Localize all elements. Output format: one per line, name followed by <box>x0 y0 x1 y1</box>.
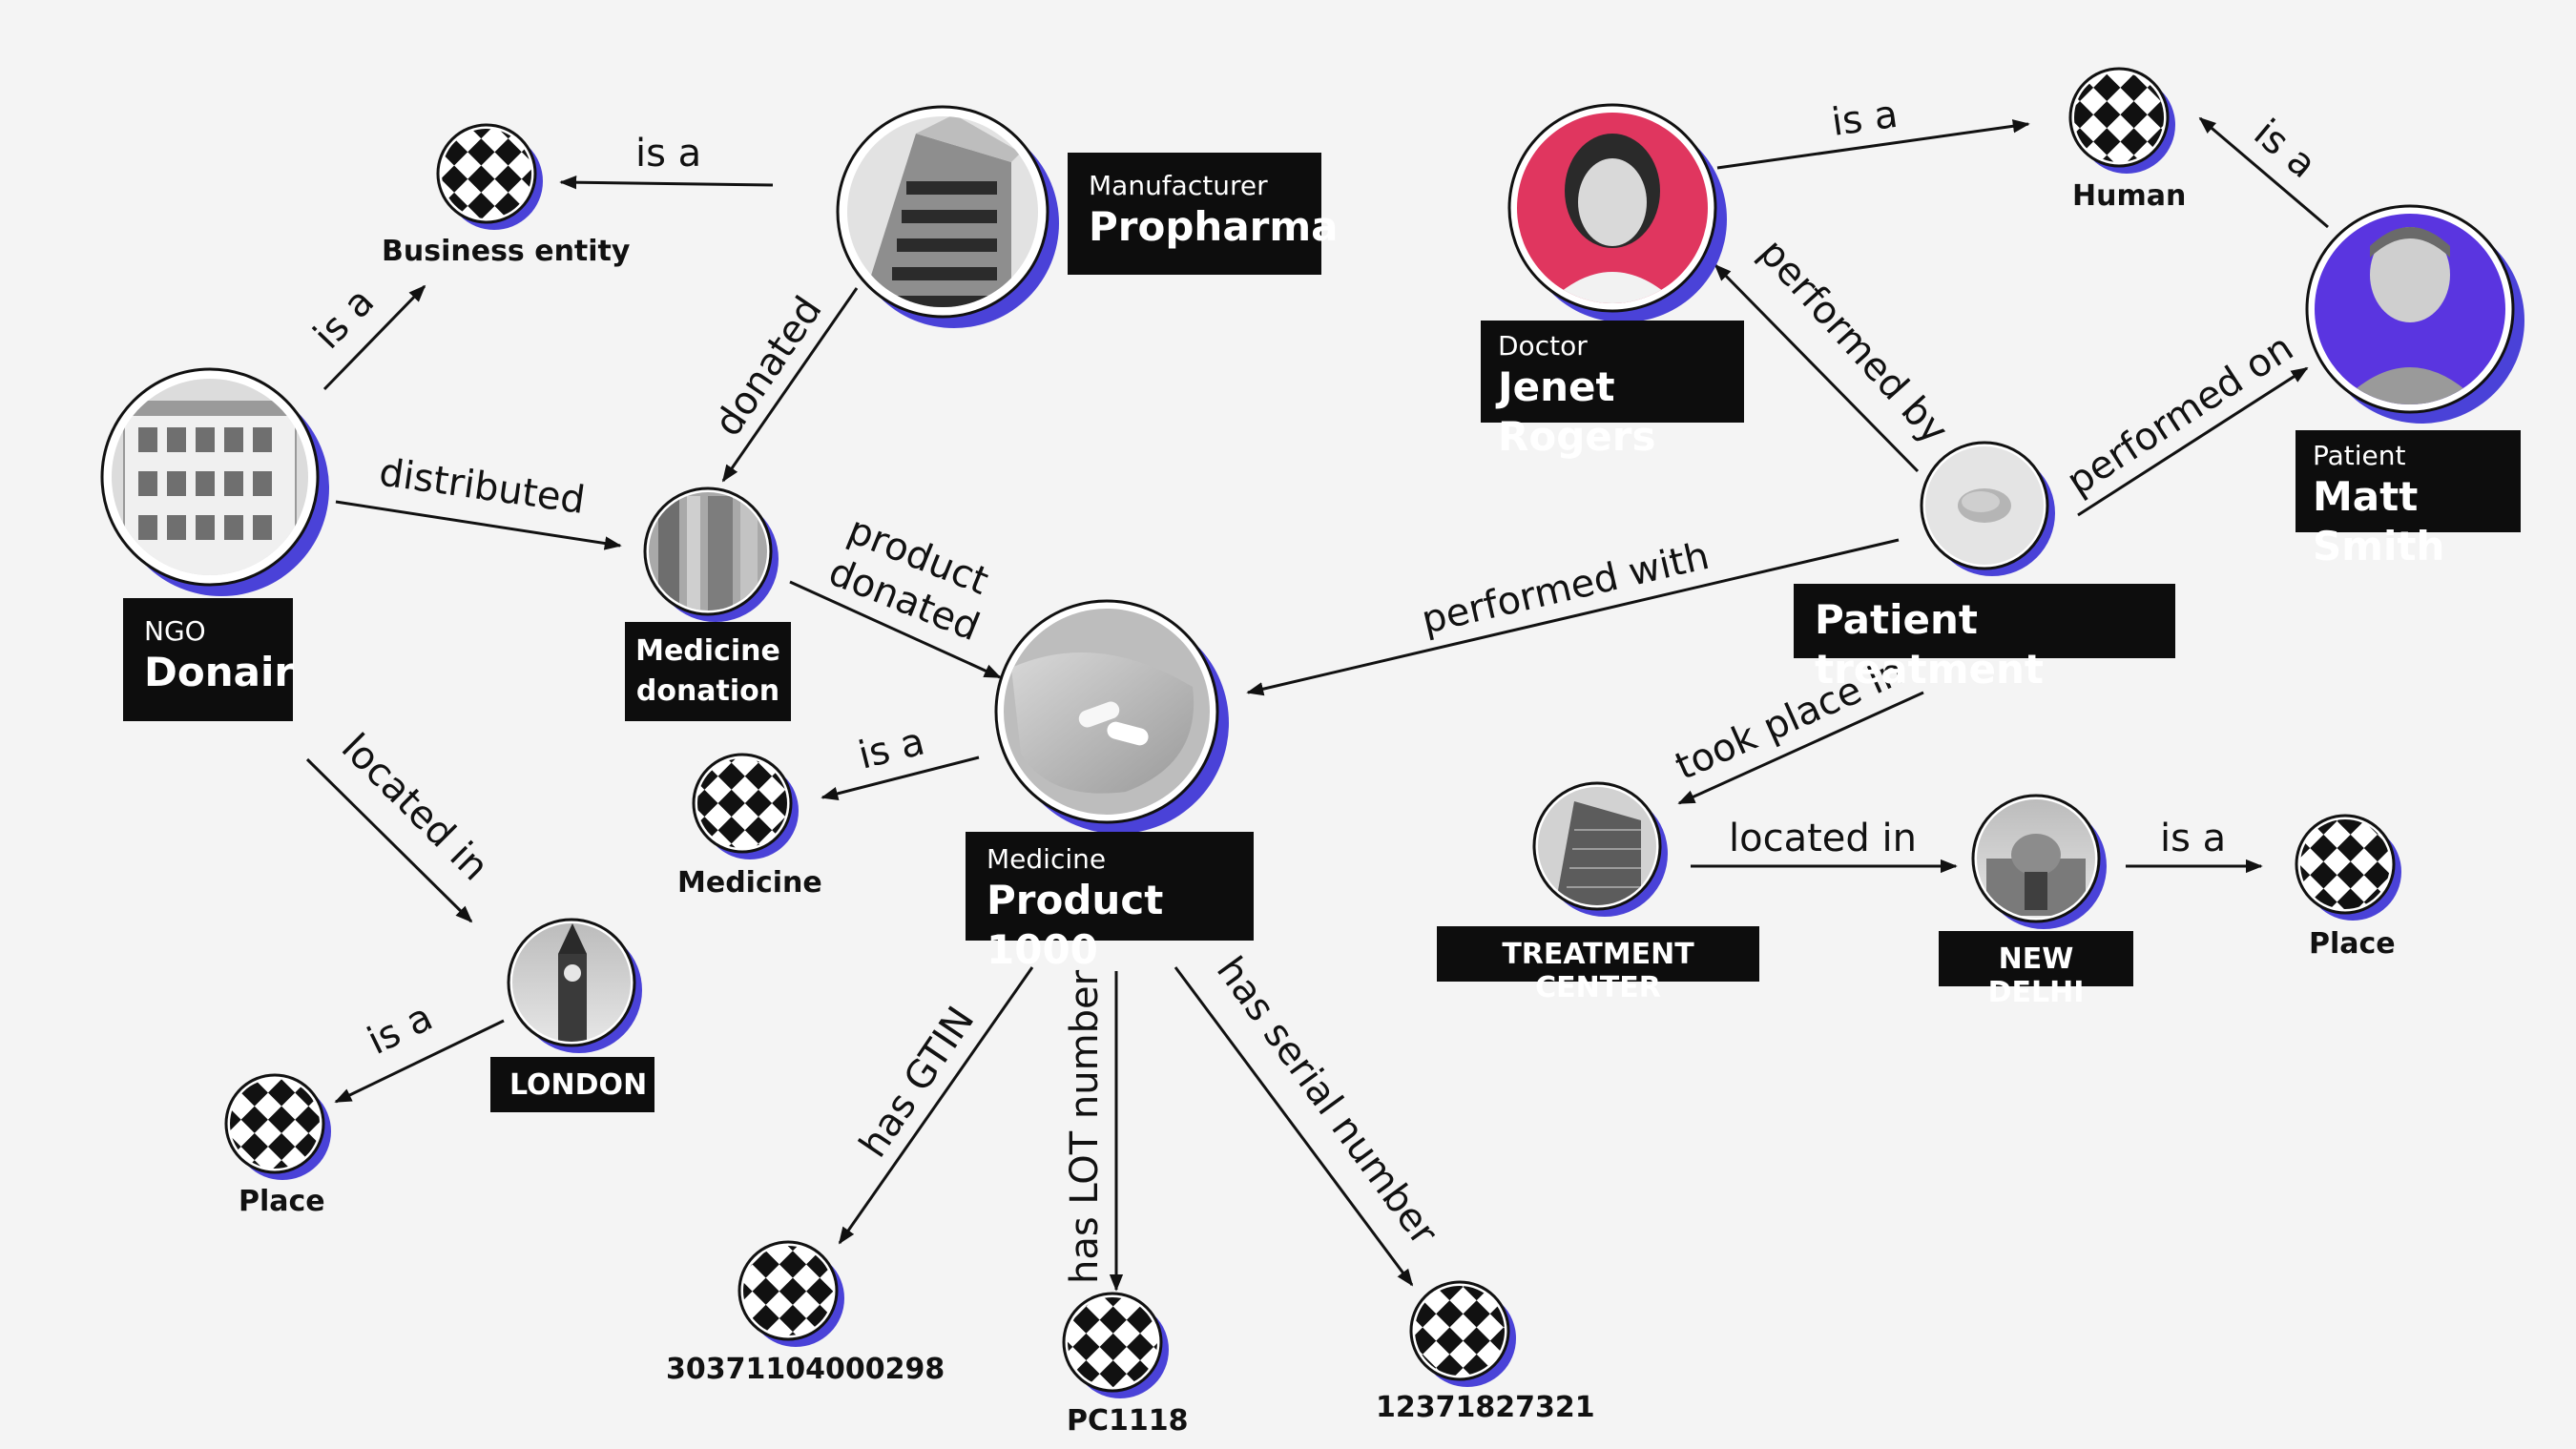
patient-label: Patient Matt Smith <box>2296 430 2521 569</box>
ngo-type: NGO <box>144 615 206 647</box>
ngo-name: Donair <box>144 649 295 695</box>
doctor-type: Doctor <box>1498 330 1588 362</box>
medicine-donation-node <box>643 486 779 622</box>
edge-performed-by <box>1714 263 1920 473</box>
checker-icon <box>1415 1286 1505 1376</box>
edges <box>305 116 2329 1292</box>
edge-doctor-is-a <box>1716 119 2030 170</box>
pills-hand-photo <box>1004 609 1210 815</box>
treatment-center-label: TREATMENT CENTER <box>1437 926 1759 1004</box>
checker-icon <box>442 129 531 218</box>
patient-node <box>2305 204 2524 424</box>
edge-label-product-is-a: is a <box>854 719 928 777</box>
edge-label-delhi-is-a: is a <box>2160 817 2226 860</box>
gtin-caption: 30371104000298 <box>666 1353 945 1386</box>
treatment-label: Patient treatment <box>1794 584 2175 693</box>
class-nodes <box>224 67 2401 1398</box>
edge-took-place-in <box>1677 691 1924 805</box>
ngo-label: NGO Donair <box>123 598 295 721</box>
doctor-portrait <box>1517 113 1708 303</box>
edge-performed-with <box>1246 538 1900 696</box>
treatment-center-node <box>1532 781 1668 917</box>
product-type: Medicine <box>987 843 1107 875</box>
human-caption: Human <box>2072 179 2187 213</box>
pill-photo <box>1925 446 2044 565</box>
patient-type: Patient <box>2313 440 2406 471</box>
medicine-caption: Medicine <box>677 866 822 900</box>
edge-label-london-is-a: is a <box>361 995 439 1064</box>
edge-label-has-lot: has LOT number <box>1063 969 1107 1284</box>
edge-performed-on <box>2077 366 2309 517</box>
edge-ngo-located-in <box>305 757 473 923</box>
edge-label-ngo-is-a: is a <box>305 279 383 358</box>
patient-name: Matt Smith <box>2313 473 2445 569</box>
manufacturer-label: Manufacturer Propharma <box>1068 153 1339 275</box>
edge-manufacturer-is-a <box>559 176 774 190</box>
place-right-caption: Place <box>2309 927 2396 961</box>
edge-label-performed-with: performed with <box>1418 534 1714 643</box>
product-node <box>994 599 1229 834</box>
lot-caption: PC1118 <box>1067 1404 1189 1438</box>
edge-patient-is-a <box>2198 116 2329 229</box>
doctor-label: Doctor Jenet Rogers <box>1481 321 1744 460</box>
edge-london-is-a <box>334 1019 505 1104</box>
product-name: Product 1000 <box>987 877 1164 973</box>
doctor-name: Jenet Rogers <box>1498 363 1656 460</box>
medicine-donation-label: Medicine donation <box>625 622 791 721</box>
ngo-building-photo <box>112 379 308 575</box>
checker-icon <box>1068 1297 1157 1387</box>
temple-photo <box>1977 799 2095 918</box>
treatment-name: Patient treatment <box>1815 596 2044 693</box>
edge-label-doctor-is-a: is a <box>1829 93 1901 145</box>
edge-label-performed-by: performed by <box>1751 231 1957 453</box>
edge-label-has-serial: has serial number <box>1208 949 1446 1253</box>
place-left-caption: Place <box>239 1185 325 1218</box>
treatment-node <box>1920 441 2055 576</box>
edge-has-serial <box>1174 966 1414 1287</box>
tower-photo <box>1538 787 1656 905</box>
edge-label-patient-is-a: is a <box>2246 111 2325 187</box>
edge-label-has-gtin: has GTIN <box>851 999 983 1165</box>
edge-label-performed-on: performed on <box>2059 326 2300 505</box>
medicine-donation-line1: Medicine <box>635 634 780 668</box>
medicine-donation-line2: donation <box>635 674 780 708</box>
edge-donated <box>721 287 859 483</box>
checker-icon <box>2300 819 2390 909</box>
patient-portrait <box>2315 214 2505 404</box>
checker-icon <box>697 758 787 848</box>
edge-has-gtin <box>838 966 1034 1245</box>
edge-label-center-located-in: located in <box>1729 817 1917 860</box>
edge-ngo-is-a <box>322 284 426 391</box>
doctor-node <box>1507 103 1727 322</box>
london-label: LONDON <box>490 1057 654 1112</box>
new-delhi-node <box>1971 794 2107 929</box>
new-delhi-label: NEW DELHI <box>1939 931 2133 1009</box>
manufacturer-node <box>836 105 1059 328</box>
edge-label-manufacturer-is-a: is a <box>635 132 701 176</box>
product-label: Medicine Product 1000 <box>966 832 1254 973</box>
london-node <box>507 918 642 1053</box>
donation-photo <box>649 492 767 611</box>
manufacturer-type: Manufacturer <box>1089 170 1268 201</box>
checker-icon <box>2074 72 2164 162</box>
checker-icon <box>743 1246 833 1335</box>
manufacturer-name: Propharma <box>1089 203 1339 250</box>
edge-distributed <box>335 500 622 550</box>
serial-caption: 12371827321 <box>1376 1391 1595 1424</box>
big-ben-photo <box>512 923 631 1042</box>
ngo-node <box>100 367 329 596</box>
business-entity-caption: Business entity <box>382 235 631 268</box>
edge-product-is-a <box>821 756 980 800</box>
edge-label-donated: donated <box>706 289 831 445</box>
checker-icon <box>230 1079 320 1169</box>
edge-product-donated <box>789 580 1002 679</box>
